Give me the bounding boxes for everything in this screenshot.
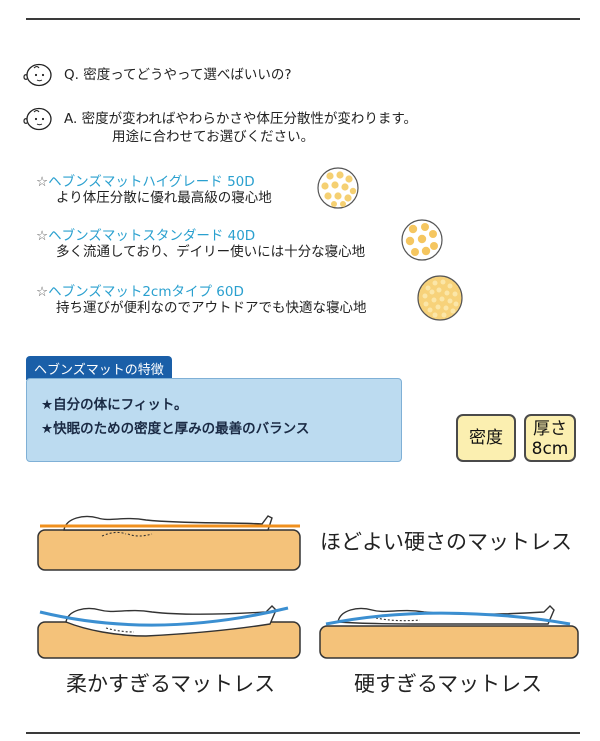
product-item: ☆ヘブンズマット2cmタイプ 60D 持ち運びが便利なのでアウトドアでも快適な寝… <box>36 284 367 316</box>
foam-cell-icon <box>317 167 359 209</box>
star-mark: ☆ <box>36 228 49 244</box>
product-item: ☆ヘブンズマットスタンダード 40D 多く流通しており、デイリー使いには十分な寝… <box>36 228 365 260</box>
density-badge: 密度 <box>456 414 516 462</box>
question-text: Q. 密度ってどうやって選べばいいの? <box>64 67 292 83</box>
good-mattress-illustration <box>37 515 301 571</box>
answer-text-line1: A. 密度が変わればやわらかさや体圧分散性が変わります。 <box>64 111 418 127</box>
features-box: ★自分の体にフィット。 ★快眠のための密度と厚みの最善のバランス <box>26 378 402 462</box>
hard-mattress-label: 硬すぎるマットレス <box>354 672 543 696</box>
star-mark: ☆ <box>36 174 49 190</box>
answer-text-line2: 用途に合わせてお選びください。 <box>112 129 315 145</box>
face-icon <box>23 107 52 131</box>
thickness-badge: 厚さ 8cm <box>524 414 576 462</box>
feature-item: ★自分の体にフィット。 <box>41 397 188 413</box>
bottom-divider <box>26 732 580 734</box>
product-name: ヘブンズマット2cmタイプ 60D <box>48 284 244 300</box>
good-mattress-label: ほどよい硬さのマットレス <box>320 530 572 554</box>
product-desc: 持ち運びが便利なのでアウトドアでも快適な寝心地 <box>56 300 367 316</box>
product-item: ☆ヘブンズマットハイグレード 50D より体圧分散に優れ最高級の寝心地 <box>36 174 272 206</box>
face-icon <box>23 63 52 87</box>
product-name: ヘブンズマットスタンダード 40D <box>48 228 256 244</box>
hard-mattress-illustration <box>319 605 579 659</box>
top-divider <box>26 18 580 20</box>
foam-cell-icon <box>401 219 443 261</box>
product-desc: 多く流通しており、デイリー使いには十分な寝心地 <box>56 244 366 260</box>
soft-mattress-label: 柔かすぎるマットレス <box>66 672 276 696</box>
product-desc: より体圧分散に優れ最高級の寝心地 <box>56 190 272 206</box>
density-label: 密度 <box>469 428 503 448</box>
feature-item: ★快眠のための密度と厚みの最善のバランス <box>41 421 310 437</box>
thickness-value: 8cm <box>531 439 569 459</box>
soft-mattress-illustration <box>37 605 301 659</box>
features-tab-label: ヘブンズマットの特徴 <box>26 356 172 380</box>
thickness-label: 厚さ <box>533 419 567 439</box>
foam-cell-icon <box>417 275 463 321</box>
star-mark: ☆ <box>36 284 49 300</box>
product-name: ヘブンズマットハイグレード 50D <box>48 174 255 190</box>
